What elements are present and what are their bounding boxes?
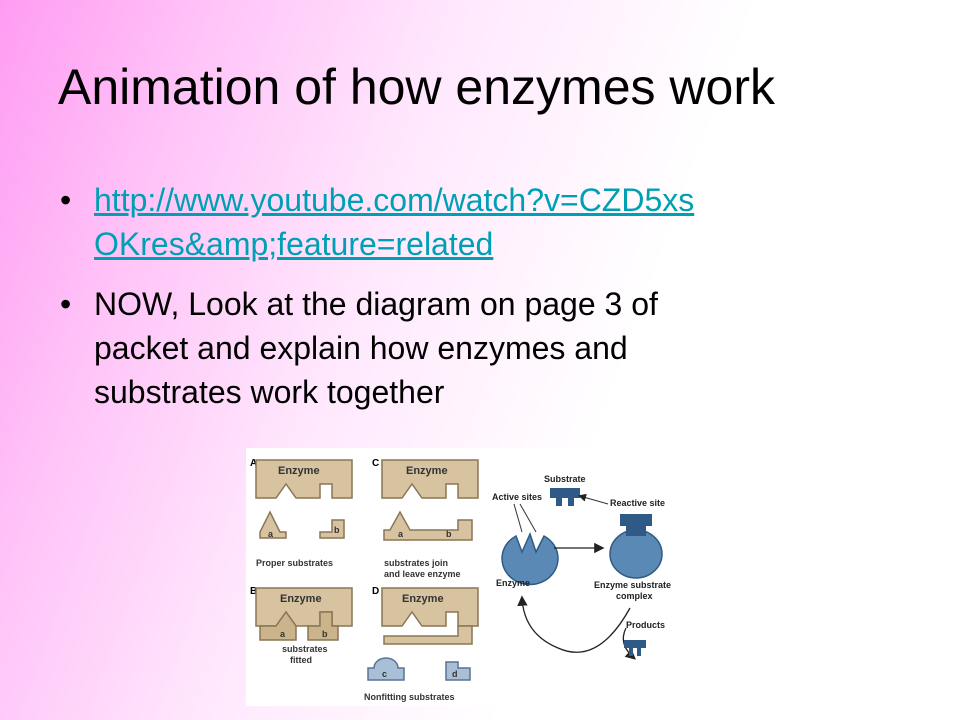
- nonfitting-substrates: c d Nonfitting substrates: [364, 657, 471, 702]
- bullet-link-item: • http://www.youtube.com/watch?v=CZD5xs …: [60, 178, 920, 266]
- enzyme-cycle: Substrate Active sites Reactive site Enz…: [492, 474, 671, 660]
- enzyme-c-label: Enzyme: [406, 465, 448, 477]
- complex-blob-shape: [609, 529, 663, 579]
- youtube-link[interactable]: http://www.youtube.com/watch?v=CZD5xs OK…: [94, 182, 694, 262]
- panel-a: A Enzyme a b Proper substrates: [250, 458, 353, 568]
- substrate-b-label: b: [334, 525, 340, 535]
- enzyme-diagram: A Enzyme a b Proper substrates C Enzyme …: [246, 448, 680, 706]
- panel-a-letter: A: [250, 458, 257, 469]
- active-sites-label: Active sites: [492, 492, 542, 502]
- substrate-d-label: d: [452, 669, 458, 679]
- panel-b-caption-line2: fitted: [290, 655, 312, 665]
- fitted-substrate-a-label: a: [280, 629, 286, 639]
- enzyme-d-label: Enzyme: [402, 593, 444, 605]
- youtube-link-line1: http://www.youtube.com/watch?v=CZD5xs: [94, 182, 695, 218]
- enzyme-b-label: Enzyme: [280, 593, 322, 605]
- joined-substrate-a-label: a: [398, 529, 404, 539]
- enzyme-blob-shape: [501, 531, 559, 586]
- substrate-b-shape: [319, 519, 345, 539]
- panel-c-letter: C: [372, 458, 379, 469]
- empty-enzyme-base-shape: [383, 625, 473, 645]
- fitted-substrate-b-shape: [307, 611, 339, 641]
- enzyme-label: Enzyme: [496, 578, 530, 588]
- substrate-a-label: a: [268, 529, 274, 539]
- release-cycle-arrow: [517, 595, 631, 653]
- reactive-site-pointer: [578, 493, 609, 505]
- youtube-link-line2: OKres&amp;feature=related: [94, 226, 494, 262]
- active-site-pointer-2: [519, 503, 537, 533]
- substrate-block-icon: [550, 488, 580, 506]
- panel-b: B Enzyme a b substrates fitted: [250, 586, 353, 665]
- bullet-dot: •: [60, 286, 72, 322]
- joined-substrate-b-label: b: [446, 529, 452, 539]
- active-site-pointer-1: [513, 503, 523, 533]
- instruction-line3: substrates work together: [94, 374, 445, 410]
- fitted-substrate-b-label: b: [322, 629, 328, 639]
- enzyme-a-label: Enzyme: [278, 465, 320, 477]
- complex-label-line2: complex: [616, 591, 653, 601]
- bound-substrate-icon: [620, 514, 652, 536]
- complex-label-line1: Enzyme substrate: [594, 580, 671, 590]
- reactive-site-label: Reactive site: [610, 498, 665, 508]
- bullet-dot: •: [60, 182, 72, 218]
- product-block-icon: [624, 640, 646, 656]
- bullet-list: • http://www.youtube.com/watch?v=CZD5xs …: [60, 178, 920, 430]
- enzyme-a-shape: [255, 459, 353, 499]
- panel-c-caption-line1: substrates join: [384, 558, 448, 568]
- nonfitting-caption: Nonfitting substrates: [364, 692, 455, 702]
- slide-title: Animation of how enzymes work: [58, 59, 775, 115]
- substrate-c-shape: [367, 657, 405, 681]
- panel-b-caption-line1: substrates: [282, 644, 328, 654]
- products-label: Products: [626, 620, 665, 630]
- enzyme-c-shape: [381, 459, 479, 499]
- panel-a-caption: Proper substrates: [256, 558, 333, 568]
- bullet-instruction-item: • NOW, Look at the diagram on page 3 of …: [60, 282, 920, 414]
- joined-substrates-shape: [383, 510, 473, 541]
- panel-b-letter: B: [250, 586, 257, 597]
- panel-c-caption-line2: and leave enzyme: [384, 569, 461, 579]
- panel-d: D Enzyme: [372, 586, 479, 645]
- instruction-line1: NOW, Look at the diagram on page 3 of: [94, 286, 658, 322]
- enzyme-diagram-svg: A Enzyme a b Proper substrates C Enzyme …: [250, 458, 671, 702]
- substrate-c-label: c: [382, 669, 387, 679]
- panel-d-letter: D: [372, 586, 379, 597]
- substrate-label: Substrate: [544, 474, 586, 484]
- enzyme-d-shape: [381, 587, 479, 627]
- fitted-substrate-a-shape: [259, 610, 297, 641]
- instruction-line2: packet and explain how enzymes and: [94, 330, 628, 366]
- substrate-a-shape: [259, 510, 287, 539]
- substrate-d-shape: [445, 661, 471, 681]
- panel-c: C Enzyme a b substrates join and leave e…: [372, 458, 479, 579]
